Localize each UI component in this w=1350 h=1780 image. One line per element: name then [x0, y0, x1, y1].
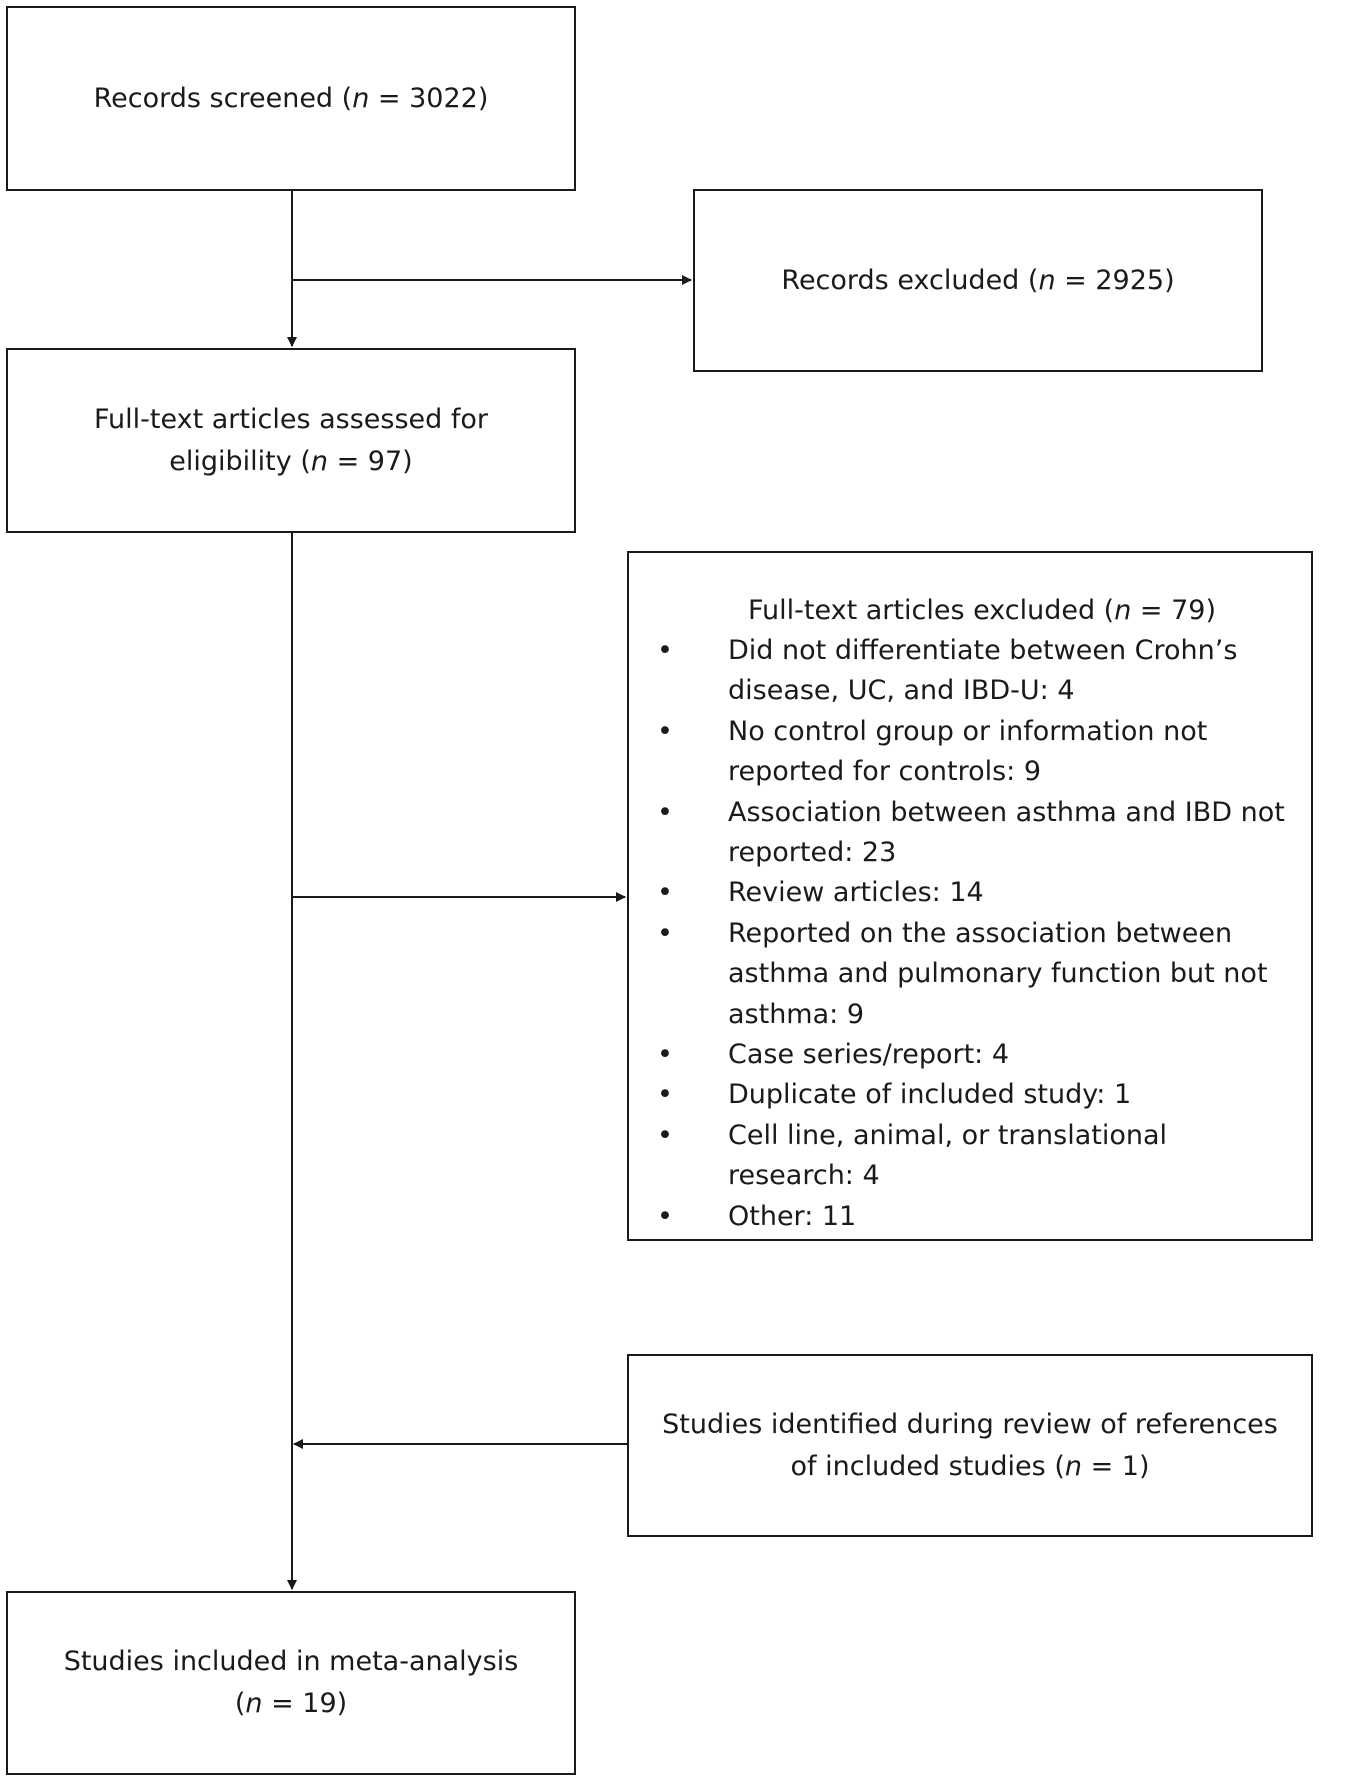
- fulltext-excluded-title: Full-text articles excluded (n = 79): [747, 595, 1217, 626]
- records-screened-box: Records screened (n = 3022): [6, 6, 576, 191]
- bullet: •: [657, 1200, 673, 1232]
- references-identified-box: Studies identified during review of refe…: [627, 1354, 1313, 1537]
- fulltext-assessed-line1: Full-text articles assessed for: [93, 403, 488, 435]
- records-screened-label: Records screened (n = 3022): [93, 82, 489, 114]
- bullet: •: [657, 635, 673, 666]
- records-excluded-box: Records excluded (n = 2925): [693, 189, 1263, 372]
- bullet: •: [657, 796, 673, 828]
- fulltext-excluded-box: Full-text articles excluded (n = 79) •Di…: [627, 551, 1313, 1241]
- exclusion-reason: •Case series/report: 4: [643, 1035, 1291, 1075]
- references-line2: of included studies (n = 1): [790, 1450, 1150, 1482]
- fulltext-assessed-line2: eligibility (n = 97): [169, 445, 413, 477]
- fulltext-assessed-box: Full-text articles assessed for eligibil…: [6, 348, 576, 533]
- bullet: •: [657, 715, 673, 747]
- included-line2: (n = 19): [234, 1688, 348, 1719]
- references-line1: Studies identified during review of refe…: [662, 1408, 1278, 1440]
- studies-included-box: Studies included in meta-analysis (n = 1…: [6, 1591, 576, 1775]
- exclusion-reason: •Duplicate of included study: 1: [643, 1075, 1291, 1115]
- exclusion-reason: •Review articles: 14: [643, 873, 1291, 913]
- records-excluded-label: Records excluded (n = 2925): [781, 264, 1175, 296]
- bullet: •: [657, 1119, 673, 1151]
- exclusion-reason: •Cell line, animal, or translational res…: [643, 1116, 1291, 1197]
- exclusion-reason: •Other: 11: [643, 1197, 1291, 1237]
- included-line1: Studies included in meta-analysis: [63, 1646, 519, 1677]
- bullet: •: [657, 1079, 673, 1111]
- bullet: •: [657, 1039, 673, 1071]
- bullet: •: [657, 877, 673, 909]
- bullet: •: [657, 917, 673, 949]
